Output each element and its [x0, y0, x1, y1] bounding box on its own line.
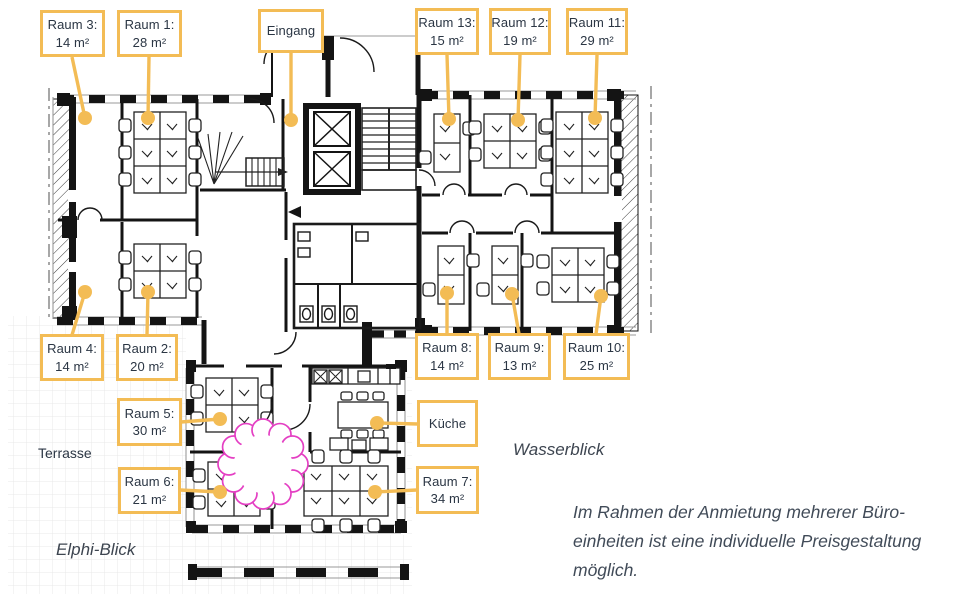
- room-label-area: 19 m²: [503, 32, 537, 48]
- room-label-area: 20 m²: [130, 358, 164, 374]
- room-label-title: Raum 10:: [567, 340, 626, 356]
- elevator-icon: [303, 103, 361, 195]
- room-label-raum11: Raum 11:29 m²: [566, 8, 628, 55]
- room-label-raum2: Raum 2:20 m²: [116, 334, 178, 381]
- room-label-area: 25 m²: [579, 357, 614, 373]
- elphi-blick-label: Elphi-Blick: [56, 540, 136, 559]
- room-label-eingang: Eingang: [258, 9, 324, 53]
- room-label-raum13: Raum 13:15 m²: [415, 8, 479, 55]
- room-label-raum9: Raum 9:13 m²: [488, 333, 551, 380]
- room-label-title: Raum 11:: [568, 15, 626, 31]
- pricing-note-line: möglich.: [573, 560, 639, 580]
- room-label-title: Raum 12:: [491, 15, 549, 31]
- fan-stairs-icon: [197, 131, 288, 187]
- room-label-title: Raum 2:: [122, 341, 172, 357]
- room-label-title: Raum 1:: [124, 17, 175, 33]
- stairs-icon: [361, 107, 417, 191]
- room-label-raum6: Raum 6:21 m²: [118, 467, 181, 514]
- room-label-raum3: Raum 3:14 m²: [40, 10, 105, 57]
- room-label-raum4: Raum 4:14 m²: [40, 334, 104, 381]
- entrance-arrow-icon: [288, 206, 301, 218]
- kitchen-fixtures: [311, 364, 401, 451]
- room-label-title: Raum 5:: [124, 405, 175, 421]
- pricing-note-line: einheiten ist eine individuelle Preisges…: [573, 531, 922, 551]
- pricing-note: Im Rahmen der Anmietung mehrerer Büro- e…: [573, 498, 960, 585]
- room-label-title: Raum 6:: [124, 474, 175, 490]
- room-label-title: Raum 7:: [422, 473, 473, 489]
- tree-icon: [217, 418, 309, 510]
- label-leader-lines: [70, 53, 608, 499]
- room-label-area: 15 m²: [430, 32, 464, 48]
- room-label-title: Raum 9:: [494, 340, 545, 356]
- room-label-title: Raum 8:: [422, 340, 472, 356]
- wc-core: [292, 222, 422, 330]
- room-label-area: 30 m²: [132, 423, 167, 438]
- room-label-title: Raum 3:: [47, 17, 98, 33]
- wasserblick-label: Wasserblick: [513, 440, 605, 459]
- terrasse-label: Terrasse: [38, 445, 92, 461]
- room-label-raum7: Raum 7: 34 m²: [416, 466, 479, 514]
- room-label-title: Eingang: [266, 23, 316, 39]
- room-label-area: 34 m²: [430, 491, 465, 506]
- room-label-area: 14 m²: [55, 358, 89, 374]
- room-label-area: 14 m²: [55, 34, 90, 50]
- room-label-title: Raum 13:: [418, 15, 476, 31]
- room-label-kueche: Küche: [417, 400, 478, 447]
- room-label-area: 14 m²: [430, 357, 464, 373]
- room-label-title: Raum 4:: [47, 341, 97, 357]
- room-label-raum12: Raum 12:19 m²: [489, 8, 551, 55]
- terrace-parapet: [188, 564, 409, 580]
- room-label-raum1: Raum 1:28 m²: [117, 10, 182, 57]
- room-label-area: 28 m²: [132, 34, 167, 50]
- room-label-area: 13 m²: [502, 357, 537, 373]
- room-label-raum10: Raum 10:25 m²: [563, 333, 630, 380]
- room-label-title: Küche: [428, 415, 467, 431]
- room-label-raum8: Raum 8:14 m²: [415, 333, 479, 380]
- window-walls: [57, 90, 636, 534]
- room-label-area: 29 m²: [580, 32, 614, 48]
- room-label-area: 21 m²: [132, 491, 167, 507]
- room-label-raum5: Raum 5: 30 m²: [117, 398, 182, 446]
- pricing-note-line: Im Rahmen der Anmietung mehrerer Büro-: [573, 502, 905, 522]
